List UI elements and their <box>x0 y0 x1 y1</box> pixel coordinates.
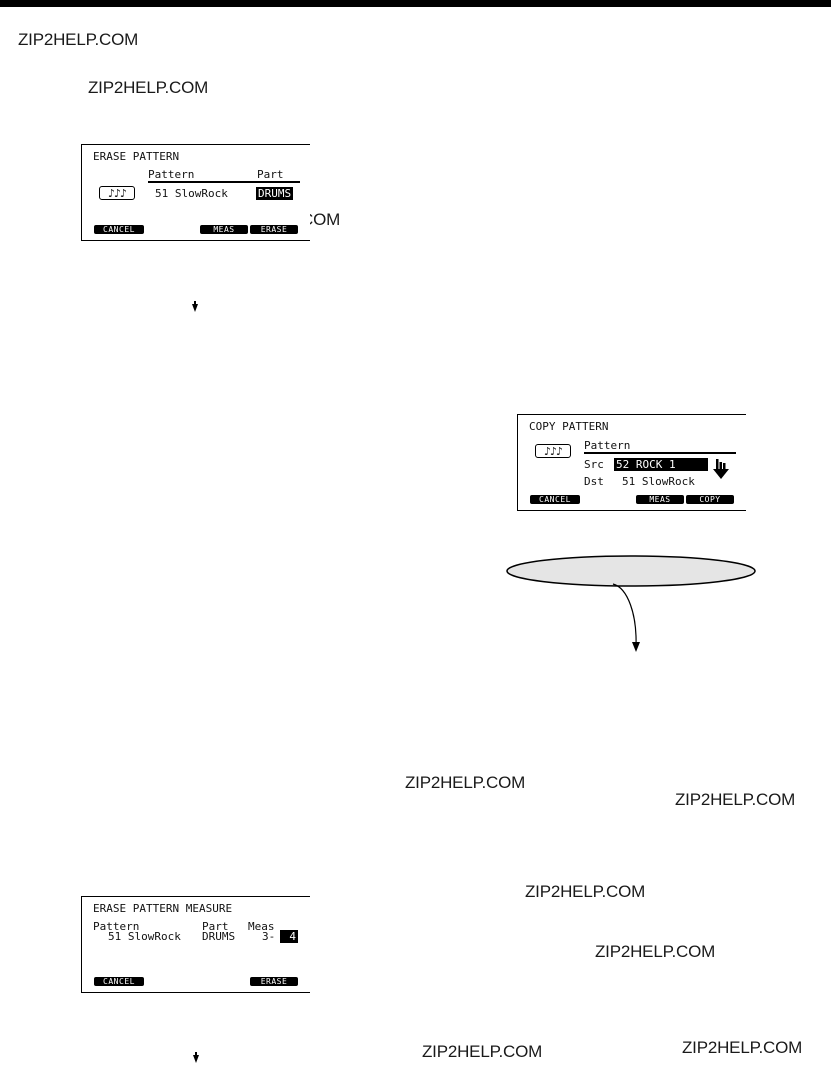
pattern-column-label: Pattern <box>93 920 140 933</box>
down-arrow-icon <box>192 301 198 312</box>
callout-ellipse <box>506 555 756 652</box>
screen-title: ERASE PATTERN <box>93 150 180 163</box>
watermark: ZIP2HELP.COM <box>682 1038 803 1057</box>
meas-to[interactable]: 4 <box>280 930 298 943</box>
screen-title: ERASE PATTERN MEASURE <box>93 902 233 915</box>
header-underline <box>148 181 300 183</box>
pattern-icon: ♪♪♪ <box>535 444 571 458</box>
src-label: Src <box>584 458 604 471</box>
meas-column-label: Meas <box>248 920 275 933</box>
watermark: ZIP2HELP.COM <box>405 773 526 792</box>
erase-button[interactable]: ERASE <box>250 225 298 234</box>
dst-label: Dst <box>584 475 604 488</box>
src-value[interactable]: 52 ROCK 1 <box>614 458 708 471</box>
hand-pointer-icon <box>713 459 729 479</box>
meas-from: 3- <box>262 930 276 943</box>
erase-measure-screen: ERASE PATTERN MEASURE Pattern Part Meas … <box>81 896 310 993</box>
part-column-label: Part <box>202 920 229 933</box>
cancel-button[interactable]: CANCEL <box>530 495 580 504</box>
watermark: ZIP2HELP.COM <box>422 1042 543 1061</box>
watermark: ZIP2HELP.COM <box>18 30 139 49</box>
cancel-button[interactable]: CANCEL <box>94 225 144 234</box>
pattern-column-label: Pattern <box>148 168 195 181</box>
screen-title: COPY PATTERN <box>529 420 609 433</box>
watermark: ZIP2HELP.COM <box>595 942 716 961</box>
meas-button[interactable]: MEAS <box>636 495 684 504</box>
dst-value: 51 SlowRock <box>622 475 695 488</box>
pattern-value: 51 SlowRock <box>108 930 181 943</box>
watermark: ZIP2HELP.COM <box>675 790 796 809</box>
pattern-column-label: Pattern <box>584 439 631 452</box>
pattern-icon: ♪♪♪ <box>99 186 135 200</box>
part-column-label: Part <box>257 168 284 181</box>
erase-pattern-screen: ERASE PATTERN Pattern Part ♪♪♪ 51 SlowRo… <box>81 144 310 241</box>
copy-pattern-screen: COPY PATTERN Pattern ♪♪♪ Src 52 ROCK 1 D… <box>517 414 746 511</box>
part-value: DRUMS <box>202 930 236 943</box>
pattern-value: 51 SlowRock <box>155 187 228 200</box>
watermark: ZIP2HELP.COM <box>88 78 209 97</box>
erase-button[interactable]: ERASE <box>250 977 298 986</box>
watermark: ZIP2HELP.COM <box>525 882 646 901</box>
part-value[interactable]: DRUMS <box>256 187 294 200</box>
cancel-button[interactable]: CANCEL <box>94 977 144 986</box>
copy-button[interactable]: COPY <box>686 495 734 504</box>
down-arrow-icon <box>193 1052 199 1063</box>
meas-button[interactable]: MEAS <box>200 225 248 234</box>
top-rule <box>0 0 831 7</box>
header-underline <box>584 452 736 454</box>
